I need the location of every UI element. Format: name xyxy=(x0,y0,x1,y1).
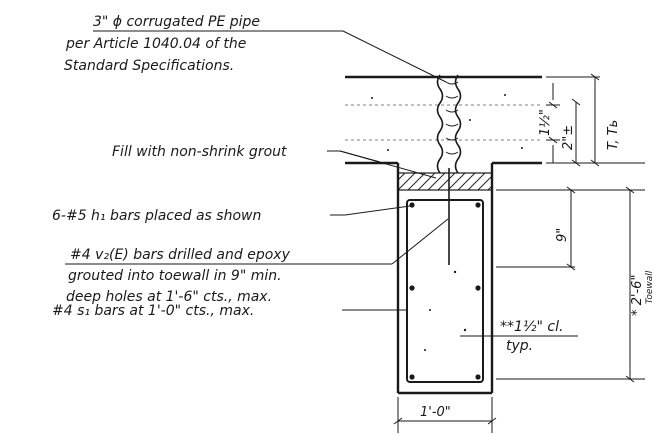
note-h1-bars: 6-#5 h₁ bars placed as shown xyxy=(52,208,261,224)
toewall xyxy=(396,163,494,395)
leader-lines xyxy=(65,30,578,337)
note-cover-line2: typ. xyxy=(506,338,533,354)
note-pipe-line2: per Article 1040.04 of the xyxy=(65,36,246,52)
dim-t-tb: T, Tь xyxy=(606,120,621,150)
dim-width: 1'-0" xyxy=(420,405,451,420)
dim-one-half: 1½" xyxy=(538,109,553,136)
dim-nine: 9" xyxy=(555,228,570,242)
dim-toewall-label: Toewall xyxy=(645,270,654,304)
note-s1-bars: #4 s₁ bars at 1'-0" cts., max. xyxy=(52,303,254,319)
grout-bed xyxy=(397,172,493,191)
approach-slab xyxy=(345,75,542,165)
note-cover-line1: **1½" cl. xyxy=(500,319,563,335)
note-pipe-line1: 3" ϕ corrugated PE pipe xyxy=(93,14,260,30)
corrugated-pipe xyxy=(436,74,462,174)
note-v2-line2: grouted into toewall in 9" min. xyxy=(68,268,282,284)
dim-two-t: 2"± xyxy=(561,125,576,150)
dim-two-six: * 2'-6" xyxy=(630,275,645,316)
note-v2-line1: #4 v₂(E) bars drilled and epoxy xyxy=(70,247,291,263)
note-pipe-line3: Standard Specifications. xyxy=(64,58,234,74)
note-v2-line3: deep holes at 1'-6" cts., max. xyxy=(66,289,272,305)
note-grout: Fill with non-shrink grout xyxy=(112,144,287,160)
dimension-lines xyxy=(393,73,645,433)
